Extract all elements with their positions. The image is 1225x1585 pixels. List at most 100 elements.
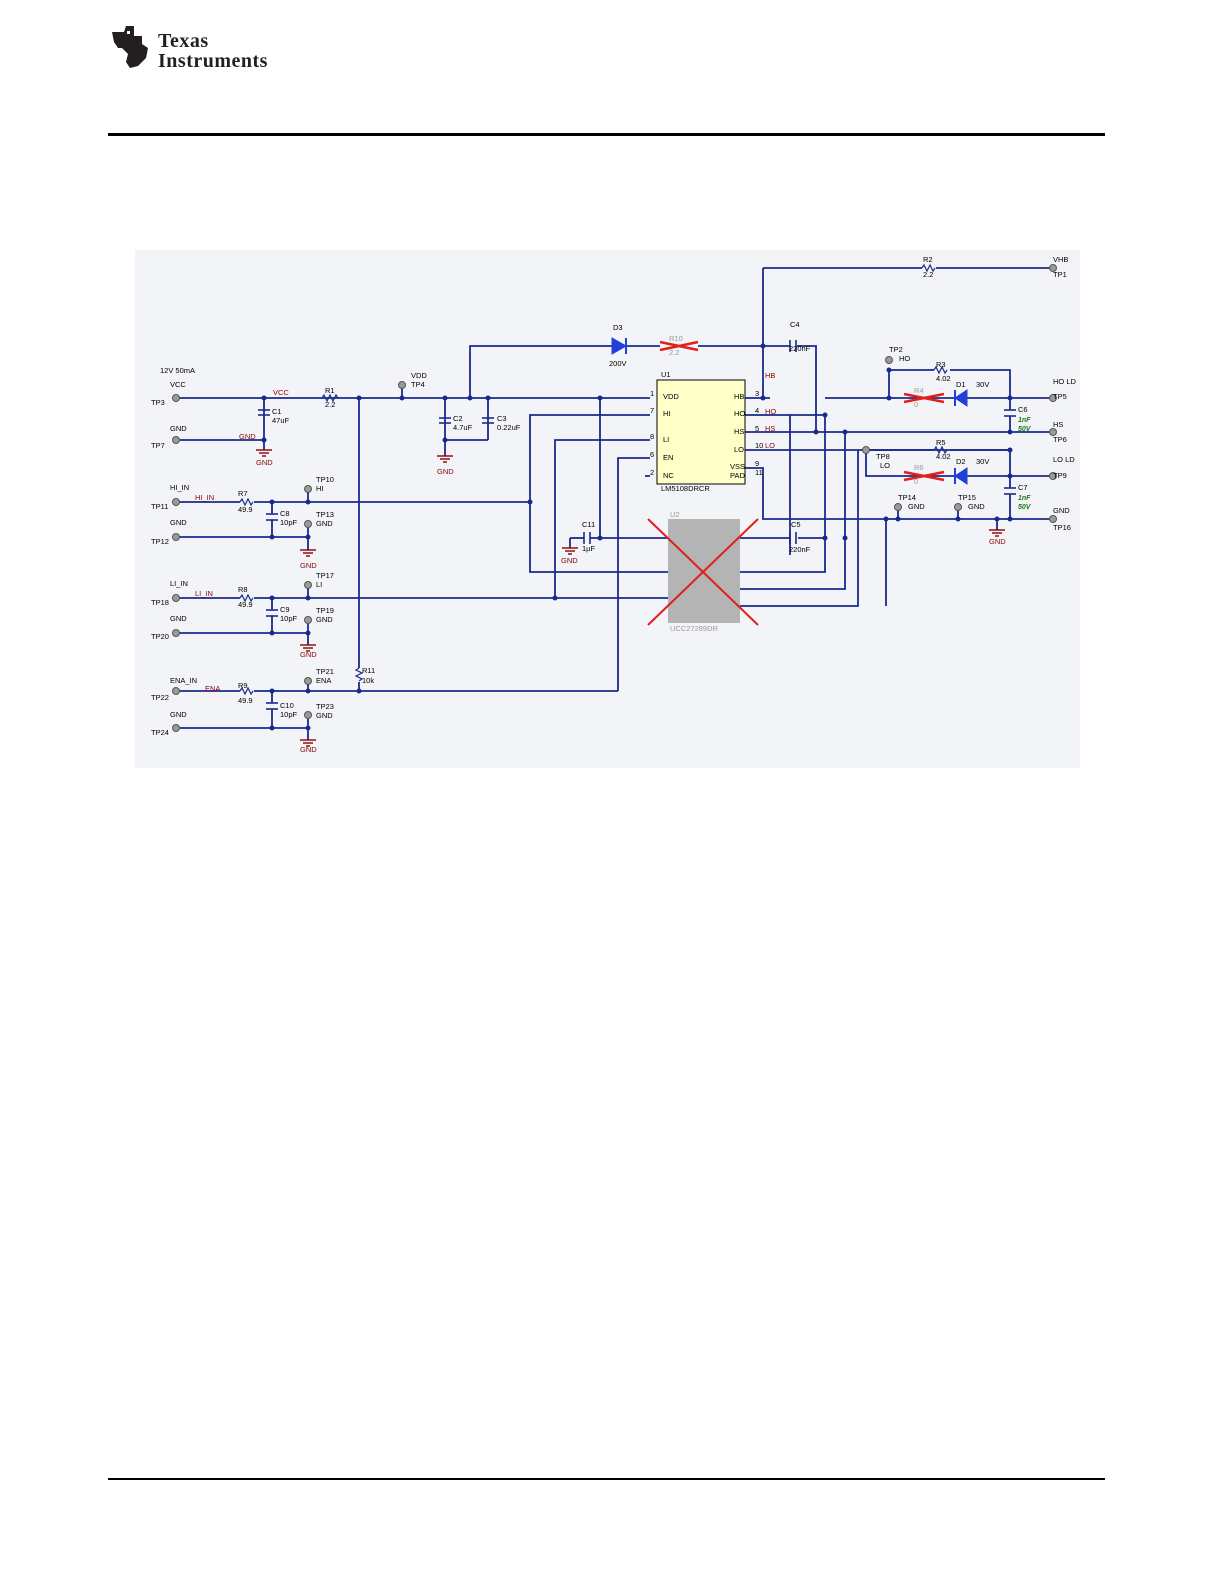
schematic-label: GND	[170, 614, 187, 623]
schematic-label: 49.9	[238, 696, 253, 705]
schematic-label: ENA	[316, 676, 331, 685]
schematic-label: R3	[936, 360, 946, 369]
schematic-label: TP7	[151, 441, 165, 450]
schematic-label: C6	[1018, 405, 1028, 414]
schematic-label: 30V	[976, 457, 989, 466]
schematic-label: 7	[650, 406, 654, 415]
schematic-label: GND	[300, 650, 317, 659]
schematic-label: EN	[663, 453, 673, 462]
schematic-label: 10	[755, 441, 763, 450]
schematic-label: LO	[880, 461, 890, 470]
schematic-label: VCC	[170, 380, 186, 389]
schematic-label: GND	[170, 518, 187, 527]
schematic-label: TP15	[958, 493, 976, 502]
schematic-label: TP18	[151, 598, 169, 607]
schematic-label: TP19	[316, 606, 334, 615]
schematic-label: R8	[238, 585, 248, 594]
ground-symbols	[256, 449, 1005, 747]
schematic-label: UCC27289DR	[670, 624, 719, 633]
schematic-label: ENA_IN	[170, 676, 197, 685]
schematic-label: 1	[650, 389, 654, 398]
schematic-label: 4.7uF	[453, 423, 473, 432]
schematic-label: HB	[734, 392, 744, 401]
schematic-label: C3	[497, 414, 507, 423]
schematic-label: C11	[582, 520, 595, 529]
schematic-label: GND	[256, 458, 273, 467]
schematic-label: 2.2	[923, 270, 933, 279]
schematic-label: TP5	[1053, 392, 1067, 401]
cap-rating-label: 1nF	[1018, 495, 1031, 502]
schematic-label: TP1	[1053, 270, 1067, 279]
schematic-label: TP16	[1053, 523, 1071, 532]
schematic-label: C7	[1018, 483, 1028, 492]
schematic-label: 8	[650, 432, 654, 441]
schematic-label: TP10	[316, 475, 334, 484]
schematic-label: GND	[239, 432, 256, 441]
schematic-label: VCC	[273, 388, 289, 397]
schematic-label: HS	[1053, 420, 1063, 429]
schematic-label: HI_IN	[170, 483, 189, 492]
schematic-label: LI_IN	[170, 579, 188, 588]
schematic-label: 220nF	[789, 344, 811, 353]
schematic-label: R11	[362, 666, 375, 675]
schematic-label: C1	[272, 407, 282, 416]
schematic-label: VDD	[663, 392, 679, 401]
schematic-label: 12V 50mA	[160, 366, 195, 375]
schematic-label: TP17	[316, 571, 334, 580]
schematic-label: U1	[661, 370, 671, 379]
schematic-label: 9	[755, 459, 759, 468]
schematic-label: C8	[280, 509, 290, 518]
schematic-label: 4.02	[936, 374, 951, 383]
schematic-label: GND	[170, 424, 187, 433]
diodes	[611, 337, 968, 485]
schematic-label: R2	[923, 255, 933, 264]
schematic-label: HI	[316, 484, 324, 493]
schematic-label: 1µF	[582, 544, 595, 553]
schematic-labels: 12V 50mAVCCTP3VCCC147uFGNDGNDTP7GNDR12.2…	[151, 255, 1077, 754]
schematic-label: VHB	[1053, 255, 1068, 264]
schematic-label: NC	[663, 471, 674, 480]
schematic-label: HS	[765, 424, 775, 433]
schematic-label: 11	[755, 468, 763, 477]
schematic-label: 2	[650, 468, 654, 477]
schematic-label: PAD	[730, 471, 745, 480]
schematic-label: TP24	[151, 728, 169, 737]
capacitors	[258, 340, 1016, 710]
schematic-label: 10pF	[280, 518, 298, 527]
schematic-label: TP9	[1053, 471, 1067, 480]
schematic-label: TP23	[316, 702, 334, 711]
schematic-label: R5	[936, 438, 946, 447]
schematic-label: GND	[561, 556, 578, 565]
schematic-label: U2	[670, 510, 680, 519]
schematic-label: 49.9	[238, 600, 253, 609]
schematic-label: LI	[316, 580, 322, 589]
schematic-label: ENA	[205, 684, 220, 693]
schematic-label: 4.02	[936, 452, 951, 461]
schematic-label: HS	[734, 427, 744, 436]
schematic-label: LO	[765, 441, 775, 450]
schematic-label: TP22	[151, 693, 169, 702]
schematic-label: R1	[325, 386, 335, 395]
schematic-label: 47uF	[272, 416, 290, 425]
dnp-markers	[659, 340, 945, 482]
u1-chip	[656, 379, 746, 485]
schematic-label: GND	[300, 745, 317, 754]
schematic-label: GND	[300, 561, 317, 570]
schematic-label: R10	[669, 334, 683, 343]
schematic-label: TP13	[316, 510, 334, 519]
schematic-label: VSS	[730, 462, 745, 471]
schematic-label: TP2	[889, 345, 903, 354]
cap-rating-label: 1nF	[1018, 417, 1031, 424]
schematic-label: C5	[791, 520, 801, 529]
schematic-label: 220nF	[789, 545, 811, 554]
schematic-label: C10	[280, 701, 294, 710]
schematic-label: TP3	[151, 398, 165, 407]
schematic-label: TP14	[898, 493, 916, 502]
schematic-label: 2.2	[669, 348, 679, 357]
schematic-label: TP20	[151, 632, 169, 641]
schematic-label: R6	[914, 463, 924, 472]
schematic-label: HO LD	[1053, 377, 1077, 386]
schematic-label: 0.22uF	[497, 423, 521, 432]
brand-line2: Instruments	[158, 50, 268, 72]
cap-rating-label: 50V	[1018, 426, 1032, 433]
